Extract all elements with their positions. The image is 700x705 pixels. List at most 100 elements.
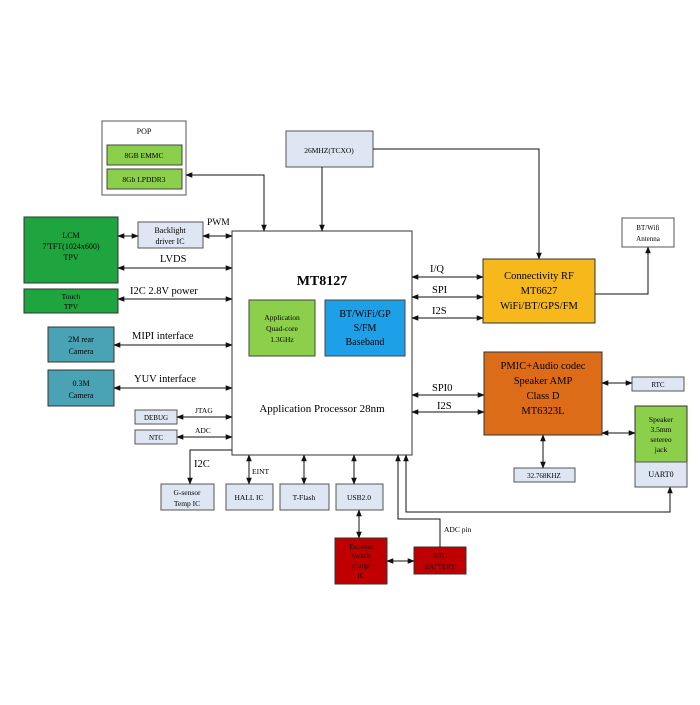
- backlight-driver-box[interactable]: Backlight driver IC: [137, 221, 204, 249]
- i2c-gsensor-line: [187, 449, 232, 485]
- tflash-label: T-Flash: [293, 493, 316, 502]
- rtc-box[interactable]: RTC: [631, 376, 685, 392]
- lcm-line3: TPV: [63, 253, 78, 262]
- front-camera-line2: Camera: [69, 391, 94, 400]
- lpddr-label: 8Gb LPDDR3: [122, 175, 165, 184]
- hall-ic-label: HALL IC: [234, 493, 263, 502]
- i2s-pmic-label: I2S: [437, 401, 452, 412]
- pop-to-ap-line: [185, 172, 267, 232]
- emmc-label: 8GB EMMC: [125, 151, 164, 160]
- ntc-label: NTC: [149, 434, 163, 442]
- i2s-label: I2S: [432, 306, 447, 317]
- speaker-line1: Speaker: [649, 415, 674, 424]
- yuv-label: YUV interface: [134, 374, 196, 385]
- i2c-label: I2C: [194, 459, 210, 470]
- debug-box[interactable]: DEBUG: [134, 409, 178, 425]
- ap-subtitle: Application Processor 28nm: [259, 403, 385, 415]
- battery-line1: NTC: [433, 552, 447, 560]
- crystal-box[interactable]: 32.768KHZ: [513, 467, 576, 483]
- ntc-battery-box[interactable]: NTC BATTERY: [413, 546, 467, 575]
- ext-switch-line2: Switch: [351, 552, 371, 560]
- antenna-line2: Antenna: [636, 235, 661, 243]
- app-cpu-box: [248, 299, 316, 357]
- pwm-label: PWM: [207, 218, 230, 228]
- backlight-line2: driver IC: [155, 237, 184, 246]
- touch-line2: TPV: [64, 302, 79, 311]
- lcm-line2: 7'TFT(1024x600): [43, 242, 100, 251]
- rear-camera-line1: 2M rear: [68, 335, 94, 344]
- rear-camera-box[interactable]: 2M rear Camera: [47, 326, 115, 363]
- iq-label: I/Q: [430, 264, 444, 275]
- usb-label: USB2.0: [347, 493, 371, 502]
- usb-box[interactable]: USB2.0: [335, 483, 384, 511]
- adc-pin-line: [395, 454, 441, 547]
- pmic-line1: PMIC+Audio codec: [501, 361, 586, 372]
- lcm-line1: LCM: [62, 231, 79, 240]
- uart-label: UART0: [648, 470, 673, 479]
- uart-box[interactable]: UART0: [634, 461, 688, 488]
- lvds-label: LVDS: [160, 254, 187, 265]
- jtag-label: JTAG: [195, 406, 213, 415]
- external-switch-charge-box[interactable]: External Switch charge IC: [334, 537, 388, 585]
- front-camera-line1: 0.3M: [72, 379, 89, 388]
- connectors: [113, 148, 673, 564]
- tcxo-label: 26MHZ(TCXO): [304, 146, 354, 155]
- baseband-line3: Baseband: [346, 337, 385, 348]
- front-camera-box[interactable]: 0.3M Camera: [47, 369, 115, 407]
- ext-switch-line4: IC: [358, 572, 365, 580]
- mipi-label: MIPI interface: [132, 331, 194, 342]
- uart-line: [403, 454, 673, 513]
- antenna-box[interactable]: BT/Wifi Antenna: [621, 217, 675, 248]
- tflash-box[interactable]: T-Flash: [279, 483, 330, 511]
- gsensor-line1: G-sensor: [173, 488, 201, 497]
- pmic-line3: Class D: [527, 391, 560, 402]
- baseband-box: [324, 299, 406, 357]
- pmic-box[interactable]: PMIC+Audio codec Speaker AMP Class D MT6…: [483, 351, 603, 436]
- debug-label: DEBUG: [144, 414, 168, 422]
- speaker-line4: jack: [654, 445, 668, 454]
- pmic-line2: Speaker AMP: [514, 376, 573, 387]
- i2c-power-label: I2C 2.8V power: [130, 286, 198, 297]
- speaker-line3: setereo: [650, 435, 671, 444]
- ntc-box[interactable]: NTC: [134, 429, 178, 445]
- spi-label: SPI: [432, 285, 448, 296]
- conn-rf-line2: MT6627: [521, 286, 558, 297]
- gsensor-line2: Temp IC: [174, 499, 200, 508]
- pmic-line4: MT6323L: [521, 406, 564, 417]
- speaker-jack-box[interactable]: Speaker 3.5mm setereo jack: [634, 405, 688, 463]
- tcxo-box[interactable]: 26MHZ(TCXO): [285, 130, 374, 168]
- rtc-label: RTC: [651, 381, 665, 389]
- application-processor[interactable]: MT8127 Application Quad-core 1.3GHz BT/W…: [231, 230, 413, 456]
- app-cpu-line1: Application: [264, 313, 300, 322]
- baseband-line2: S/FM: [354, 323, 377, 334]
- app-cpu-line3: 1.3GHz: [270, 335, 294, 344]
- backlight-line1: Backlight: [154, 226, 186, 235]
- app-cpu-line2: Quad-core: [266, 324, 298, 333]
- pop-title: POP: [137, 127, 152, 136]
- connector-labels: PWM LVDS I2C 2.8V power MIPI interface Y…: [130, 218, 472, 534]
- speaker-line2: 3.5mm: [650, 425, 671, 434]
- lcm-box[interactable]: LCM 7'TFT(1024x600) TPV: [23, 216, 119, 284]
- ap-name: MT8127: [297, 274, 348, 289]
- lpddr-box: [106, 168, 183, 190]
- antenna-line1: BT/Wifi: [636, 224, 659, 232]
- rear-camera-line2: Camera: [69, 347, 94, 356]
- conn-rf-line3: WiFi/BT/GPS/FM: [500, 301, 578, 312]
- eint-label: EINT: [252, 467, 269, 476]
- pop-package[interactable]: POP 8GB EMMC 8Gb LPDDR3: [101, 120, 187, 196]
- adc-label: ADC: [195, 426, 211, 435]
- touch-box[interactable]: Touch TPV: [23, 288, 119, 314]
- hall-ic-box[interactable]: HALL IC: [225, 483, 274, 511]
- baseband-line1: BT/WiFi/GP: [339, 309, 391, 320]
- tcxo-to-rf-line: [373, 148, 542, 260]
- ext-switch-line3: charge: [352, 562, 371, 570]
- spi0-label: SPI0: [432, 383, 452, 394]
- touch-line1: Touch: [62, 292, 81, 301]
- adc-pin-label: ADC pin: [444, 525, 472, 534]
- connectivity-rf-box[interactable]: Connectivity RF MT6627 WiFi/BT/GPS/FM: [482, 258, 596, 324]
- ext-switch-line1: External: [349, 543, 373, 551]
- rf-antenna-line: [595, 246, 651, 295]
- gsensor-box[interactable]: G-sensor Temp IC: [160, 483, 215, 511]
- battery-line2: BATTERY: [424, 563, 455, 571]
